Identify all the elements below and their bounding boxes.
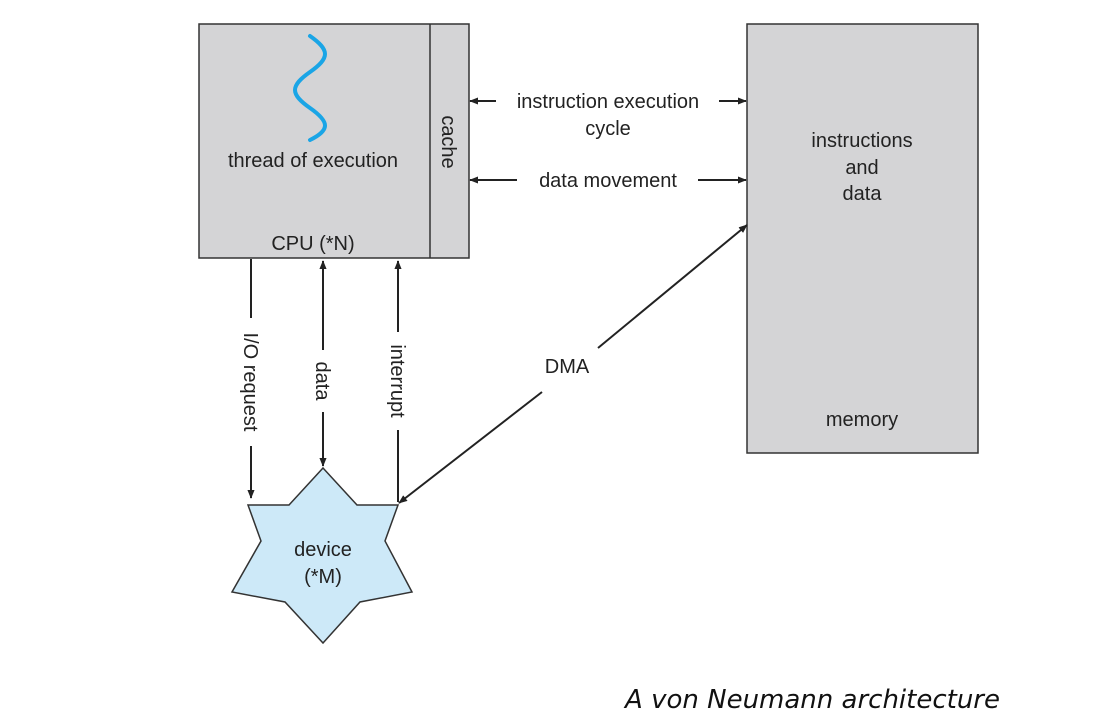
- dma-arrow: DMA: [398, 224, 748, 504]
- cpu-box: thread of execution CPU (*N) cache: [198, 23, 470, 259]
- dma-label: DMA: [545, 356, 590, 378]
- instruction-cycle-label-line1: instruction execution: [517, 91, 699, 113]
- data-arrow: data: [311, 260, 333, 467]
- memory-label: memory: [826, 409, 898, 431]
- thread-of-execution-label: thread of execution: [228, 150, 398, 172]
- device-star: device (*M): [230, 466, 414, 645]
- data-movement-label: data movement: [539, 170, 677, 192]
- device-label-line1: device: [294, 539, 352, 561]
- cache-label: cache: [437, 115, 459, 168]
- cpu-label: CPU (*N): [271, 233, 354, 255]
- device-label-line2: (*M): [304, 566, 342, 588]
- io-request-label: I/O request: [239, 333, 261, 432]
- memory-box: instructions and data memory: [746, 23, 979, 454]
- interrupt-arrow: interrupt: [386, 260, 408, 502]
- instruction-cycle-label-line2: cycle: [585, 118, 631, 140]
- figure-caption: A von Neumann architecture: [623, 685, 1000, 715]
- thread-wave-icon: [293, 34, 327, 142]
- instruction-cycle-arrow: instruction execution cycle: [469, 91, 747, 140]
- memory-content-line3: data: [843, 183, 883, 205]
- data-movement-arrow: data movement: [469, 170, 747, 192]
- io-request-arrow: I/O request: [239, 259, 261, 499]
- interrupt-label: interrupt: [386, 344, 408, 418]
- data-label: data: [311, 362, 333, 402]
- memory-content-line1: instructions: [811, 130, 912, 152]
- memory-content-line2: and: [845, 157, 878, 179]
